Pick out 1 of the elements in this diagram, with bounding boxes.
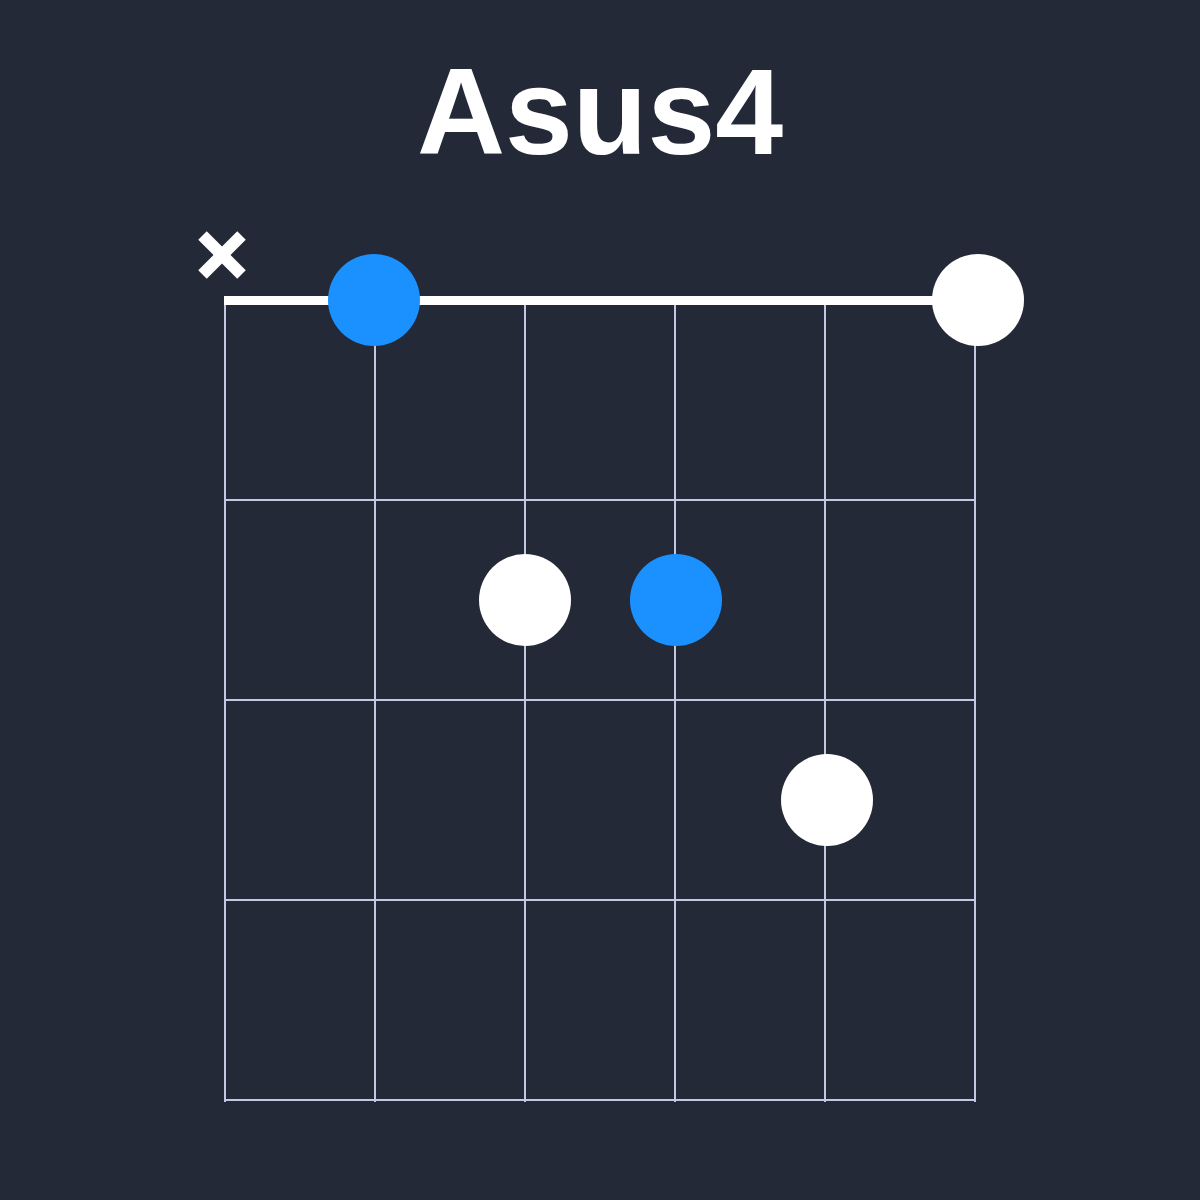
chord-title: Asus4 [416, 51, 784, 173]
